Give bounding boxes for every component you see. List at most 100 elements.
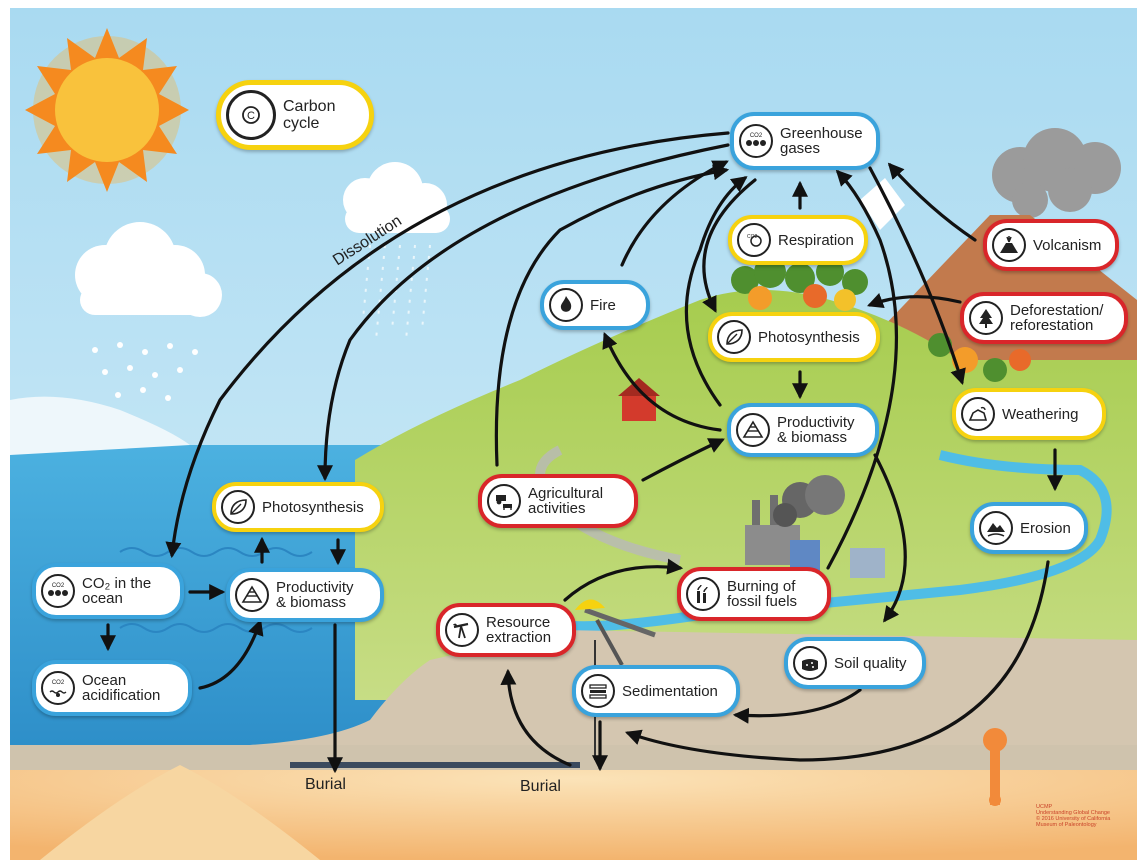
carbon-cycle-title-label: Carbon cycle <box>283 98 336 132</box>
ocean-acidification-label: Ocean acidification <box>82 672 161 704</box>
arrow-ghg-to-ocean <box>165 131 730 559</box>
tractor-cow-icon <box>487 484 521 518</box>
sedimentation-label: Sedimentation <box>622 682 718 700</box>
land <box>355 290 1137 700</box>
burial-strip <box>290 762 580 768</box>
arrow-deforestation-to-photosynthesis <box>867 293 962 309</box>
arrow-ghg-to-weathering <box>868 166 966 386</box>
node-deforestation[interactable]: Deforestation/ reforestation <box>960 292 1128 344</box>
ucmp-credit: UCMP Understanding Global Change © 2016 … <box>1036 804 1111 828</box>
greenhouse-gases-label: Greenhouse gases <box>780 125 863 157</box>
co2-ocean-label: CO₂ in the ocean <box>82 575 152 607</box>
leaf-icon <box>221 490 255 524</box>
fire-label: Fire <box>590 296 616 314</box>
node-respiration[interactable]: CO2 Respiration <box>728 215 868 265</box>
pumpjack-icon <box>445 613 479 647</box>
svg-text:C: C <box>247 110 255 122</box>
arrow-volcanism-to-ghg <box>887 162 977 242</box>
node-volcanism[interactable]: Volcanism <box>983 219 1119 271</box>
smokestack-icon <box>686 577 720 611</box>
burial-left-label: Burial <box>305 776 346 793</box>
volcanism-label: Volcanism <box>1033 236 1102 254</box>
tree-icon <box>969 301 1003 335</box>
snowcap <box>860 178 905 230</box>
magma-dome <box>40 765 320 860</box>
pumpjack <box>575 599 656 760</box>
node-soil-quality[interactable]: Soil quality <box>784 637 926 689</box>
photosynthesis-ocean-label: Photosynthesis <box>262 498 364 516</box>
productivity-ocean-label: Productivity & biomass <box>276 579 354 611</box>
pyramid-icon <box>235 578 269 612</box>
arrow-erosion-to-sedimentation <box>624 560 1050 762</box>
sediment-layers-icon <box>581 674 615 708</box>
arrow-ghg-to-photosynthesis-land <box>702 178 757 313</box>
arrow-burning-to-ghg <box>826 169 899 570</box>
burial-right-label: Burial <box>520 778 561 795</box>
arrow-resource-to-burning <box>563 558 684 602</box>
respiration-label: Respiration <box>778 231 854 249</box>
arrow-agriculture-to-ghg <box>494 164 730 467</box>
leaf-icon <box>717 320 751 354</box>
node-ocean-acidification[interactable]: CO2 Ocean acidification <box>32 660 192 716</box>
node-greenhouse-gases[interactable]: CO2 Greenhouse gases <box>730 112 880 170</box>
arrow-productivity-to-soil <box>873 453 907 623</box>
erosion-label: Erosion <box>1020 519 1071 537</box>
resource-extraction-label: Resource extraction <box>486 614 552 646</box>
carbon-cycle-title: C Carbon cycle <box>216 80 374 150</box>
agricultural-activities-label: Agricultural activities <box>528 485 604 517</box>
waves <box>119 547 313 633</box>
node-productivity-ocean[interactable]: Productivity & biomass <box>226 568 384 622</box>
arrow-productivity-to-fire <box>602 332 722 432</box>
soil-quality-label: Soil quality <box>834 654 907 672</box>
arrow-acidification-to-productivity-ocean <box>198 618 264 690</box>
svg-text:CO2: CO2 <box>52 583 65 589</box>
respiration-icon: CO2 <box>737 223 771 257</box>
flow-arrows <box>100 131 1063 774</box>
svg-text:CO2: CO2 <box>747 234 758 240</box>
sun <box>25 28 189 192</box>
photosynthesis-land-label: Photosynthesis <box>758 328 860 346</box>
arrow-productivity-to-ghg <box>684 176 748 407</box>
deforestation-label: Deforestation/ reforestation <box>1010 302 1104 334</box>
volcano-smoke <box>992 128 1121 218</box>
factory <box>745 475 885 578</box>
node-burning-fossil-fuels[interactable]: Burning of fossil fuels <box>677 567 831 621</box>
soil-icon <box>793 646 827 680</box>
lava-plume <box>983 728 1007 806</box>
node-co2-ocean[interactable]: CO2 CO₂ in the ocean <box>32 563 184 619</box>
co2-bubbles-icon: CO2 <box>41 671 75 705</box>
node-productivity-land[interactable]: Productivity & biomass <box>727 403 879 457</box>
burning-fossil-fuels-label: Burning of fossil fuels <box>727 578 798 610</box>
node-erosion[interactable]: Erosion <box>970 502 1088 554</box>
arrow-fire-to-ghg <box>620 160 729 267</box>
node-sedimentation[interactable]: Sedimentation <box>572 665 740 717</box>
volcano-icon <box>992 228 1026 262</box>
mountain-river-icon <box>979 511 1013 545</box>
node-photosynthesis-ocean[interactable]: Photosynthesis <box>212 482 384 532</box>
arrow-soil-to-sedimentation <box>732 688 862 724</box>
arrow-agriculture-to-productivity <box>641 438 725 482</box>
node-agricultural-activities[interactable]: Agricultural activities <box>478 474 638 528</box>
rain <box>361 244 431 341</box>
cloud-left <box>75 222 222 317</box>
node-resource-extraction[interactable]: Resource extraction <box>436 603 576 657</box>
co2-molecule-icon: CO2 <box>41 574 75 608</box>
cloud-middle <box>343 162 450 233</box>
weathering-label: Weathering <box>1002 405 1079 423</box>
snow <box>92 342 198 401</box>
arrow-ghg-to-photosynthesis-ocean <box>317 143 730 482</box>
node-weathering[interactable]: Weathering <box>952 388 1106 440</box>
arrow-sedimentation-to-resource <box>500 668 572 767</box>
rock-icon <box>961 397 995 431</box>
svg-text:CO2: CO2 <box>52 680 65 686</box>
node-photosynthesis-land[interactable]: Photosynthesis <box>708 312 880 362</box>
pyramid-icon <box>736 413 770 447</box>
sediment-band <box>10 745 1137 773</box>
fire-icon <box>549 288 583 322</box>
carbon-cycle-icon: C <box>226 90 276 140</box>
node-fire[interactable]: Fire <box>540 280 650 330</box>
svg-text:CO2: CO2 <box>750 133 763 139</box>
productivity-land-label: Productivity & biomass <box>777 414 855 446</box>
co2-molecule-icon: CO2 <box>739 124 773 158</box>
